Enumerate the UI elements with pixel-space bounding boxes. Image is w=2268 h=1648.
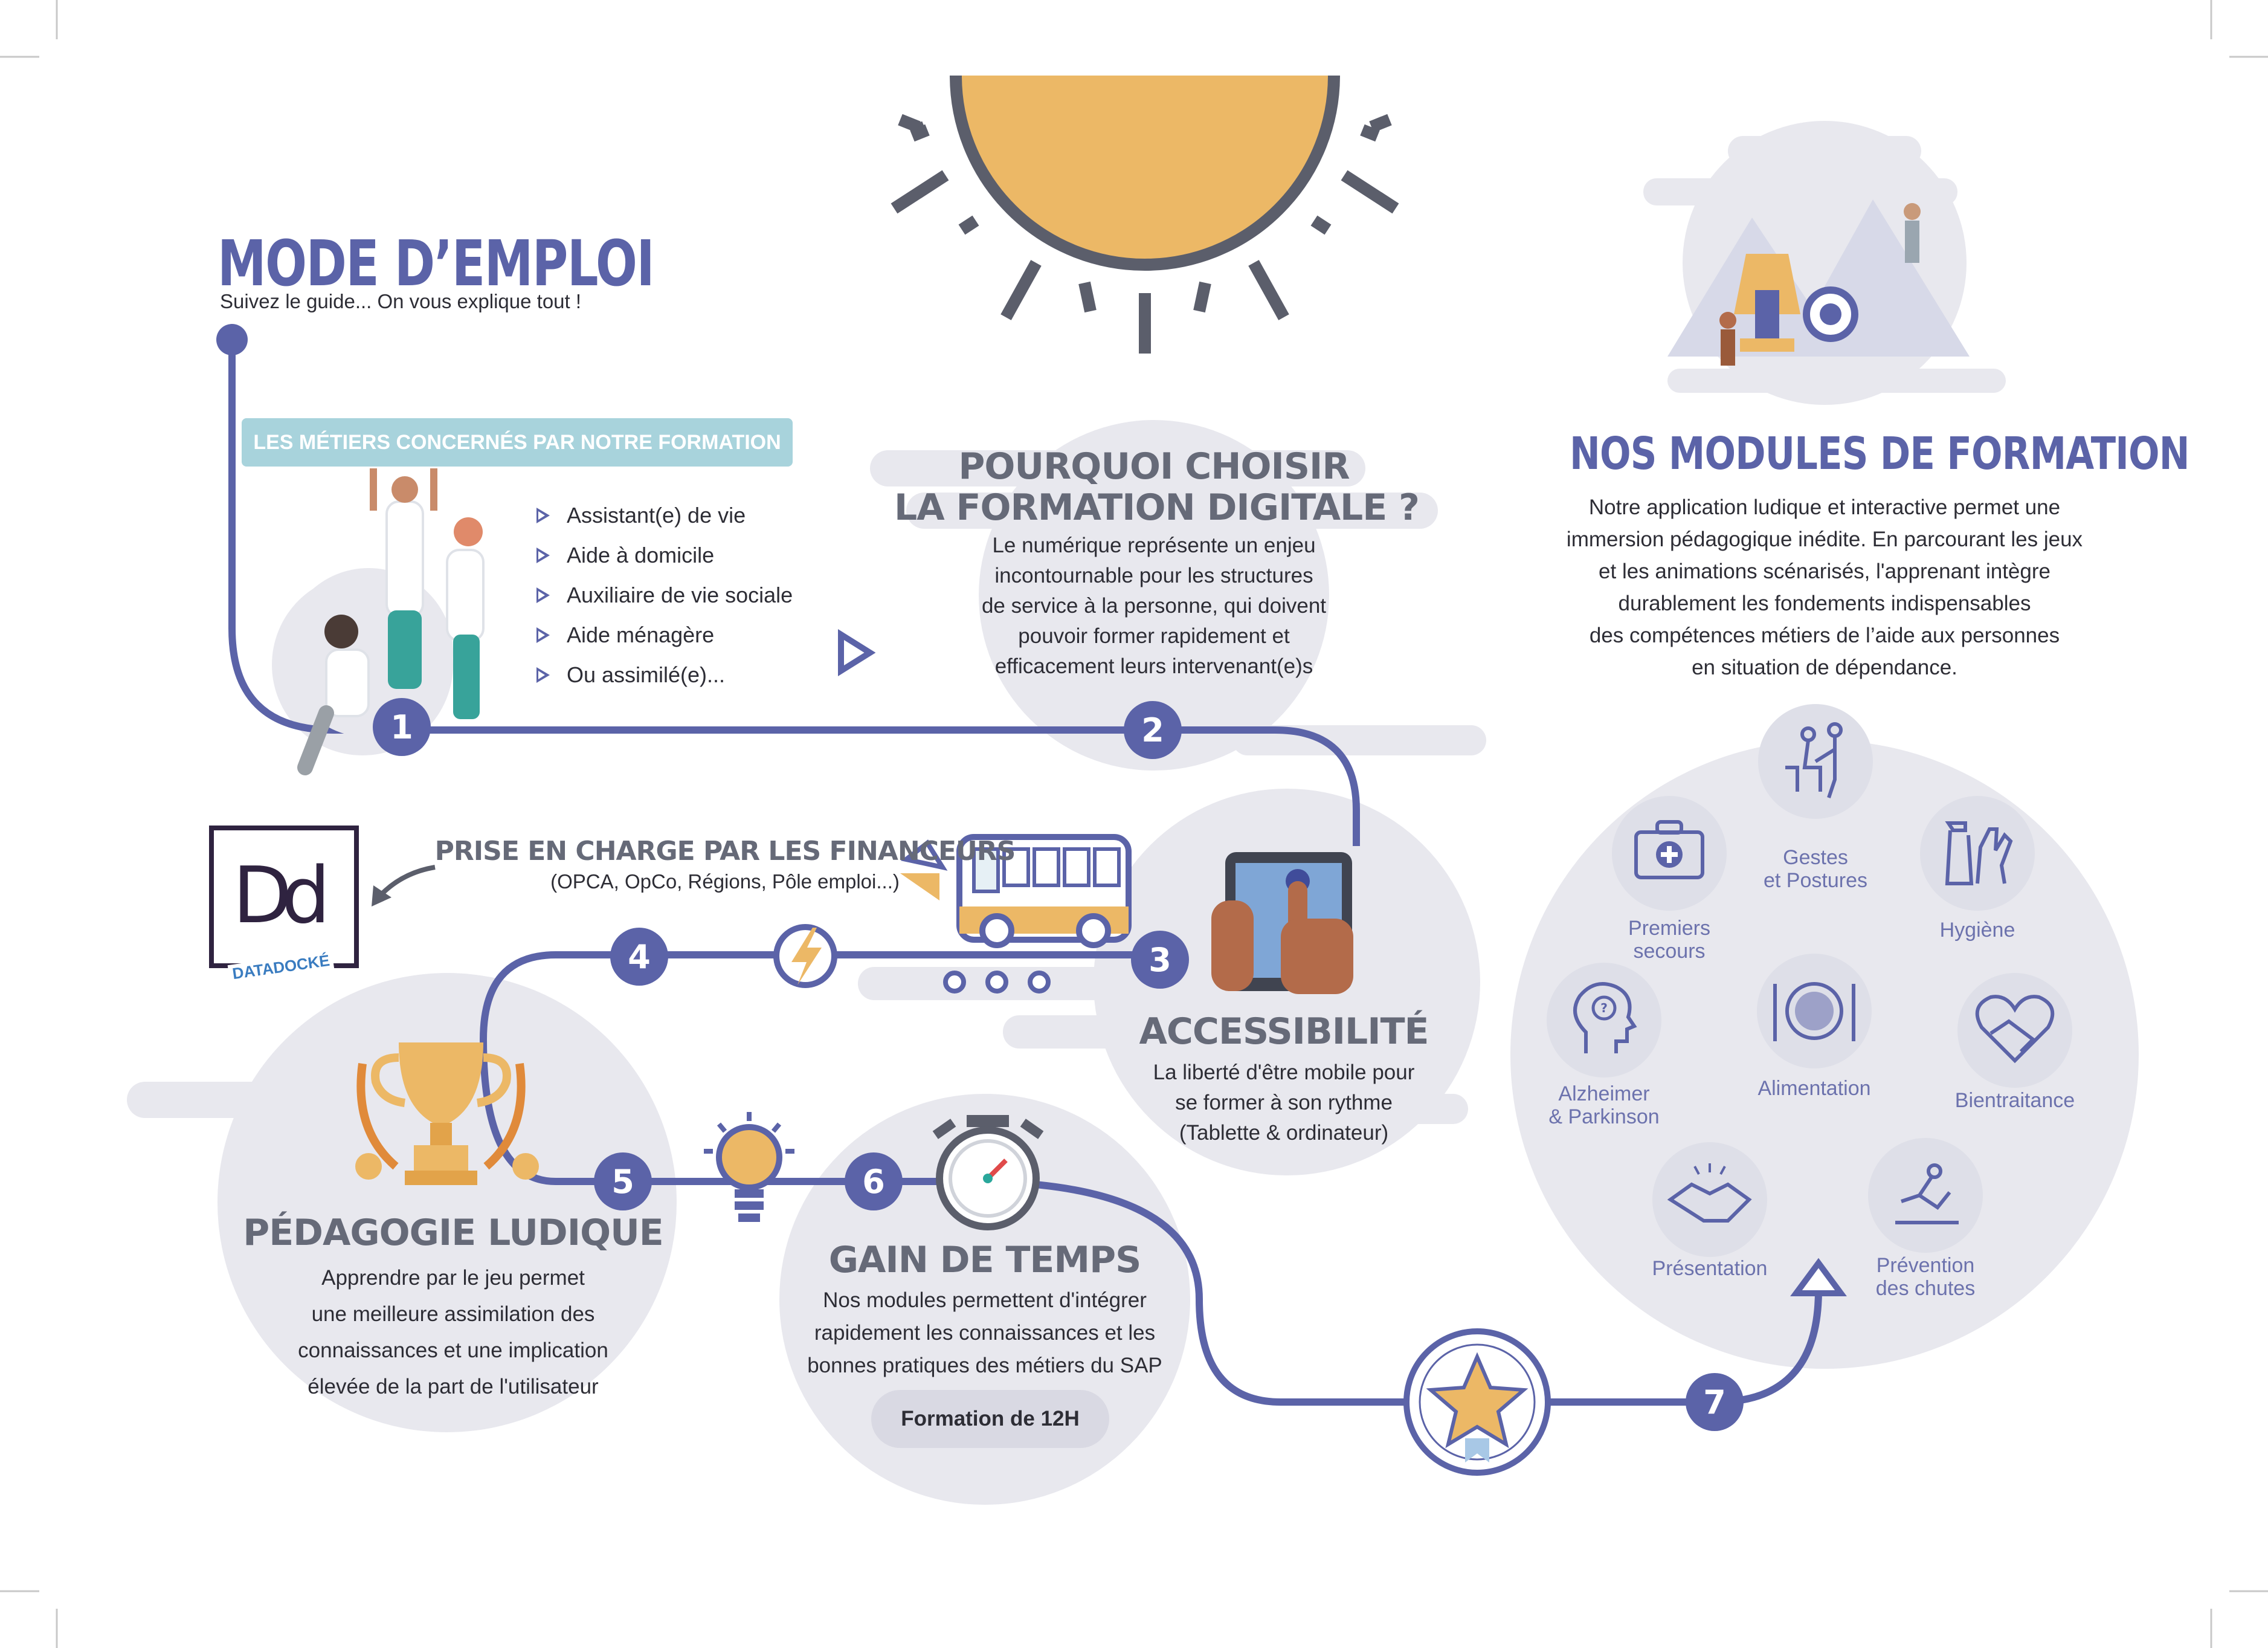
module-alzheimer-label: Alzheimer& Parkinson	[1548, 1082, 1660, 1128]
list-item: Aide à domicile	[536, 535, 793, 575]
posture-icon	[1758, 704, 1873, 819]
professions-list: Assistant(e) de vie Aide à domicile Auxi…	[536, 496, 793, 695]
tablet-icon	[1211, 852, 1353, 994]
plate-cutlery-icon	[1757, 954, 1872, 1068]
svg-text:?: ?	[1600, 1001, 1608, 1015]
step4-title: PRISE EN CHARGE PAR LES FINANCEURS	[434, 836, 1016, 867]
trophy-icon	[355, 1042, 539, 1185]
triangle-bullet-icon	[536, 587, 550, 603]
list-item: Ou assimilé(e)...	[536, 655, 793, 695]
falling-person-icon	[1868, 1138, 1983, 1253]
step2-body: Le numérique représente un enjeu inconto…	[981, 534, 1327, 678]
lightning-icon	[773, 924, 837, 988]
step4-subtitle: (OPCA, OpCo, Régions, Pôle emploi...)	[550, 870, 900, 893]
step-number-1: 1	[373, 698, 431, 756]
step2-title: POURQUOI CHOISIR LA FORMATION DIGITALE ?	[894, 445, 1420, 529]
step6-body: Nos modules permettent d'intégrer rapide…	[807, 1288, 1162, 1377]
triangle-bullet-icon	[536, 627, 550, 643]
module-presentation-label: Présentation	[1652, 1257, 1768, 1280]
step5-title: PÉDAGOGIE LUDIQUE	[243, 1212, 664, 1254]
modules-hero-illustration	[1667, 199, 1970, 366]
list-item: Assistant(e) de vie	[536, 496, 793, 535]
page-subtitle: Suivez le guide... On vous explique tout…	[220, 290, 582, 312]
step-number-3: 3	[1131, 931, 1189, 989]
star-medal-icon	[1403, 1328, 1551, 1476]
care-workers-illustration	[284, 468, 485, 775]
step-number-4: 4	[610, 928, 668, 986]
bus-icon	[900, 834, 1132, 994]
step-number-7: 7	[1686, 1373, 1744, 1431]
spray-glove-icon	[1920, 796, 2035, 911]
datadocke-letters: Dd	[233, 851, 330, 941]
step5-body: Apprendre par le jeu permet une meilleur…	[298, 1266, 608, 1398]
module-icons: ?	[1547, 704, 2072, 1257]
professions-banner: LES MÉTIERS CONCERNÉS PAR NOTRE FORMATIO…	[242, 418, 793, 467]
step3-body: La liberté d'être mobile pour se former …	[1153, 1061, 1415, 1145]
heart-hands-icon	[1957, 973, 2072, 1088]
module-hygiene-label: Hygiène	[1939, 919, 2015, 942]
handshake-icon	[1652, 1142, 1767, 1257]
step-number-6: 6	[845, 1152, 903, 1210]
list-item: Auxiliaire de vie sociale	[536, 575, 793, 615]
module-bientraitance-label: Bientraitance	[1954, 1089, 2075, 1112]
stopwatch-icon	[932, 1115, 1044, 1230]
step-number-2: 2	[1124, 701, 1182, 759]
duration-pill: Formation de 12H	[871, 1390, 1109, 1448]
triangle-bullet-icon	[536, 548, 550, 563]
triangle-bullet-icon	[536, 508, 550, 523]
arrow-up-icon	[1790, 1258, 1847, 1296]
first-aid-kit-icon	[1612, 796, 1727, 911]
module-alimentation-label: Alimentation	[1757, 1077, 1871, 1100]
lightbulb-icon	[704, 1112, 794, 1222]
modules-body: Notre application ludique et interactive…	[1566, 496, 2083, 679]
step-number-5: 5	[594, 1152, 652, 1210]
step3-title: ACCESSIBILITÉ	[1139, 1010, 1429, 1053]
head-question-icon: ?	[1547, 963, 1661, 1078]
triangle-bullet-icon	[536, 667, 550, 683]
modules-title: NOS MODULES DE FORMATION	[1570, 428, 2190, 480]
triangle-marker	[838, 629, 876, 677]
list-item: Aide ménagère	[536, 615, 793, 655]
sun-icon	[891, 75, 1399, 354]
step6-title: GAIN DE TEMPS	[828, 1239, 1142, 1281]
page-title: MODE D’EMPLOI	[217, 227, 655, 300]
